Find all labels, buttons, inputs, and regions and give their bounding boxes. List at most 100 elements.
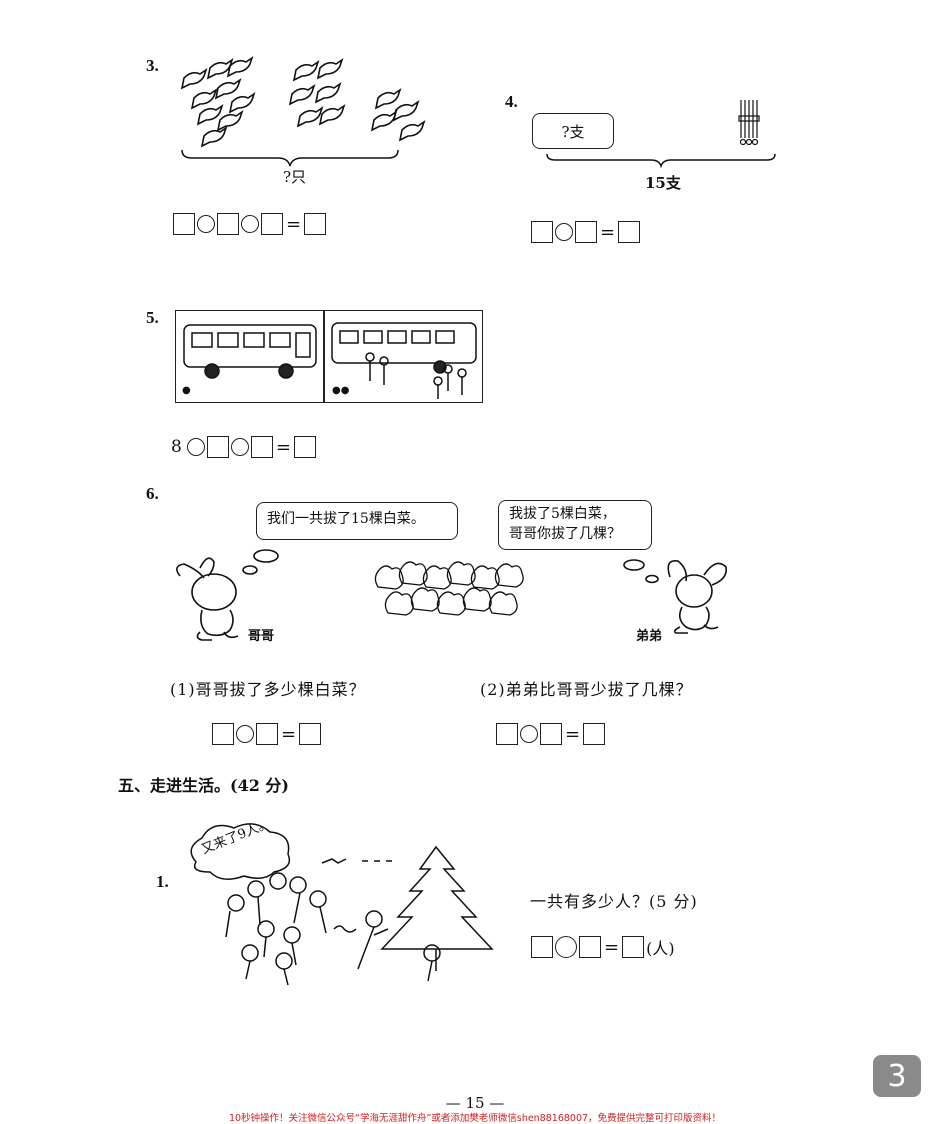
bird-icon xyxy=(316,58,344,80)
cabbage-icon xyxy=(494,563,524,588)
bubble-line-1: 我拔了5棵白菜， xyxy=(509,506,616,522)
answer-box[interactable] xyxy=(256,723,278,745)
footer-notice: 10秒钟操作！关注微信公众号“学海无涯甜作舟”或者添加樊老师微信shen8816… xyxy=(228,1113,722,1124)
answer-box[interactable] xyxy=(212,723,234,745)
bird-icon xyxy=(180,68,208,90)
bird-icon xyxy=(190,88,218,110)
problem-4-brace-label: 15支 xyxy=(645,174,681,192)
answer-box[interactable] xyxy=(583,723,606,745)
problem-4-number: 4. xyxy=(505,92,518,111)
answer-box[interactable] xyxy=(579,936,601,958)
problem-5-number: 5. xyxy=(146,308,159,327)
older-brother-label: 哥哥 xyxy=(248,629,275,644)
unknown-pencils-box: ?支 xyxy=(532,113,614,149)
younger-brother-label: 弟弟 xyxy=(636,629,663,644)
sub-question-2-equation: = xyxy=(496,723,606,745)
bird-icon xyxy=(318,104,346,126)
answer-box[interactable] xyxy=(531,221,553,243)
panel-2-mark: ●● xyxy=(332,385,350,396)
operator-circle[interactable] xyxy=(520,725,538,743)
page-badge: 3 xyxy=(873,1055,921,1097)
bus-icon xyxy=(183,324,317,379)
equals-sign: = xyxy=(275,436,291,458)
equals-sign: = xyxy=(600,221,616,243)
operator-circle[interactable] xyxy=(236,725,254,743)
answer-box[interactable] xyxy=(250,436,273,458)
answer-box[interactable] xyxy=(293,436,316,458)
problem-3-equation: = xyxy=(173,213,327,235)
equals-sign: = xyxy=(286,213,302,235)
sub-question-1: (1)哥哥拔了多少棵白菜？ xyxy=(170,680,366,699)
answer-box[interactable] xyxy=(206,436,229,458)
rabbit-younger-brother-icon xyxy=(623,559,728,634)
cabbage-icon xyxy=(384,591,414,616)
unit-label: (人) xyxy=(646,939,675,958)
cabbage-icon xyxy=(470,565,500,590)
pencil-bundle-icon xyxy=(738,100,760,146)
cabbages-illustration xyxy=(374,561,524,616)
bird-icon xyxy=(398,120,426,142)
birds-illustration xyxy=(180,56,426,167)
answer-box[interactable] xyxy=(261,213,283,235)
problem-5-equation: 8 = xyxy=(171,436,316,458)
answer-box[interactable] xyxy=(299,723,322,745)
answer-box[interactable] xyxy=(540,723,562,745)
panel-divider xyxy=(323,311,325,402)
section-heading: 五、走进生活。(42 分) xyxy=(118,776,289,795)
sub-question-2: (2)弟弟比哥哥少拔了几棵？ xyxy=(480,680,693,699)
cabbage-icon xyxy=(446,561,476,586)
operator-circle[interactable] xyxy=(197,215,215,233)
equals-sign: = xyxy=(604,936,620,958)
bird-icon xyxy=(288,84,316,106)
speech-bubble-older-brother: 我们一共拔了15棵白菜。 xyxy=(256,502,458,540)
problem-3-brace-label: ?只 xyxy=(283,168,307,186)
answer-box[interactable] xyxy=(622,936,645,958)
answer-box[interactable] xyxy=(618,221,641,243)
bus-illustration: ● ●● xyxy=(175,310,483,403)
children-and-tree-illustration xyxy=(225,845,494,986)
cabbage-icon xyxy=(488,591,518,616)
bird-icon xyxy=(200,126,228,148)
brace xyxy=(546,153,776,169)
answer-box[interactable] xyxy=(575,221,597,243)
bird-icon xyxy=(392,100,420,122)
equation-prefix: 8 xyxy=(171,437,182,457)
panel-1-mark: ● xyxy=(182,385,191,396)
bird-icon xyxy=(196,104,224,126)
brace xyxy=(181,149,399,167)
problem-6-number: 6. xyxy=(146,484,159,503)
answer-box[interactable] xyxy=(217,213,239,235)
operator-circle[interactable] xyxy=(241,215,259,233)
cabbage-icon xyxy=(436,591,466,616)
rabbit-older-brother-icon xyxy=(176,549,279,641)
bird-icon xyxy=(296,106,324,128)
cabbage-icon xyxy=(374,565,404,590)
bird-icon xyxy=(314,82,342,104)
answer-box[interactable] xyxy=(173,213,195,235)
cabbage-icon xyxy=(398,561,428,586)
answer-box[interactable] xyxy=(304,213,327,235)
operator-circle[interactable] xyxy=(555,223,573,241)
bird-icon xyxy=(370,110,398,132)
section5-question: 一共有多少人？(5 分) xyxy=(530,892,698,911)
operator-circle[interactable] xyxy=(186,438,205,456)
equals-sign: = xyxy=(565,723,581,745)
page-number: — 15 — xyxy=(445,1094,505,1112)
speech-bubble-younger-brother: 我拔了5棵白菜， 哥哥你拔了几棵？ xyxy=(498,500,652,550)
answer-box[interactable] xyxy=(496,723,518,745)
bus-with-passengers-icon xyxy=(331,322,477,399)
bird-icon xyxy=(216,110,244,132)
operator-circle[interactable] xyxy=(555,936,577,958)
cabbage-icon xyxy=(422,565,452,590)
bird-icon xyxy=(226,56,254,78)
sub-question-1-equation: = xyxy=(212,723,322,745)
equals-sign: = xyxy=(281,723,297,745)
operator-circle[interactable] xyxy=(230,438,249,456)
section5-equation: = (人) xyxy=(531,935,675,959)
bird-icon xyxy=(228,92,256,114)
answer-box[interactable] xyxy=(531,936,553,958)
problem-4-equation: = xyxy=(531,221,641,243)
bird-icon xyxy=(292,60,320,82)
cloud-speech-bubble xyxy=(190,823,291,880)
section5-problem-1-number: 1. xyxy=(156,872,169,891)
